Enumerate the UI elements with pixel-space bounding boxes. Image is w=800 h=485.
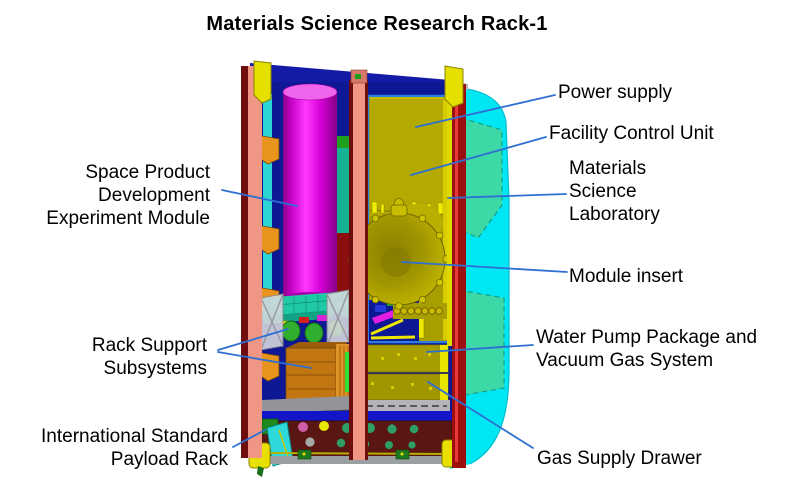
leader-line-payload-rack [232, 429, 266, 448]
leader-line-gas-supply [427, 381, 534, 449]
label-international-standard-payload-rack: International Standard Payload Rack [41, 426, 228, 470]
leader-line-materials-science-laboratory [447, 193, 567, 199]
bead-row [393, 307, 443, 315]
storage-drawer-orange [261, 342, 352, 415]
leader-line-rack-support-upper [217, 328, 289, 351]
leader-line-module-insert [401, 261, 568, 273]
gas-supply-drawer [352, 373, 449, 401]
figure-title: Materials Science Research Rack-1 [206, 13, 548, 35]
label-materials-science-laboratory: Materials Science Laboratory [569, 158, 660, 225]
leader-line-facility-control-unit [410, 136, 547, 176]
rack-support-shelf [260, 289, 350, 351]
leader-lines [217, 94, 568, 449]
frame-posts [241, 60, 468, 468]
label-rack-support-subsystems: Rack Support Subsystems [91, 335, 207, 379]
leader-line-water-pump [426, 344, 534, 353]
module-insert-sphere [348, 198, 450, 310]
leader-line-power-supply [415, 94, 556, 128]
leader-line-space-product [221, 189, 298, 207]
top-right-bracket [444, 65, 464, 108]
experiment-module-cylinder [282, 83, 338, 306]
top-left-bracket [253, 60, 272, 104]
lower-drawers [352, 344, 450, 411]
label-gas-supply-drawer: Gas Supply Drawer [537, 448, 702, 469]
leader-line-rack-support-lower [217, 351, 312, 369]
materials-science-laboratory-unit [348, 94, 453, 344]
label-space-product-development-experiment-module: Space Product Development Experiment Mod… [46, 162, 210, 229]
label-facility-control-unit: Facility Control Unit [549, 123, 714, 144]
label-module-insert: Module insert [569, 266, 684, 287]
label-water-pump-package: Water Pump Package and Vacuum Gas System [536, 327, 758, 371]
label-power-supply: Power supply [558, 82, 673, 103]
